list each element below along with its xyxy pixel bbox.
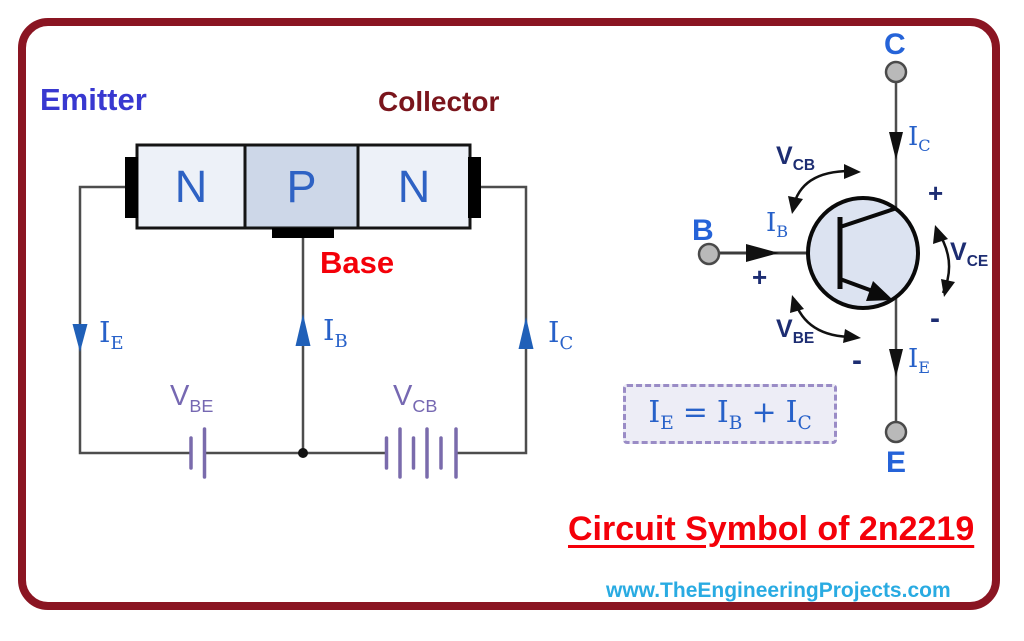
kirchhoff-equation: IE=IB+IC xyxy=(648,395,811,434)
label-subscript: BE xyxy=(189,395,214,416)
label-symbol: I xyxy=(766,208,777,238)
label-subscript: E xyxy=(918,358,931,378)
vcb-battery xyxy=(384,427,458,479)
label-symbol: V xyxy=(950,238,967,266)
npn-block-diagram xyxy=(72,143,534,479)
label-subscript: E xyxy=(660,412,674,434)
website-link[interactable]: www.TheEngineeringProjects.com xyxy=(606,579,951,602)
label-symbol: I xyxy=(908,122,919,152)
label-symbol: I xyxy=(785,394,798,430)
c-terminal-label: C xyxy=(884,28,906,61)
base-contact xyxy=(272,228,334,238)
vbe-voltage-label: VBE xyxy=(776,317,814,347)
vbe-battery xyxy=(189,427,207,479)
vbe-arc-arrow-left xyxy=(790,295,804,313)
label-subscript: B xyxy=(728,412,743,434)
vbe-arc-arrow-right xyxy=(843,329,861,343)
label-subscript: C xyxy=(797,412,812,434)
label-subscript: CE xyxy=(966,253,989,270)
ib-current-label-symbol: IB xyxy=(766,210,788,240)
label-subscript: CB xyxy=(412,395,438,416)
p-region-letter: P xyxy=(286,160,317,212)
label-subscript: C xyxy=(918,136,931,156)
label-symbol: I xyxy=(99,315,111,349)
transistor-body xyxy=(806,196,920,310)
label-symbol: I xyxy=(908,344,919,374)
junction-dot xyxy=(298,448,308,458)
transistor-symbol xyxy=(697,60,955,444)
vce-arc-arrow-top xyxy=(933,225,948,244)
n-region-left-letter: N xyxy=(174,160,208,212)
ib-arrow xyxy=(746,244,779,262)
label-subscript: B xyxy=(776,222,789,242)
ic-current-label: IC xyxy=(548,318,573,353)
ie-current-label-symbol: IE xyxy=(908,346,930,376)
page-border xyxy=(18,18,1000,610)
vcb-arc-arrow-left xyxy=(788,196,803,214)
label-subscript: CB xyxy=(792,157,816,174)
ic-current-label-symbol: IC xyxy=(908,124,931,154)
emitter-wire xyxy=(78,185,191,455)
vbe-source-label: VBE xyxy=(170,382,213,415)
ie-arrow xyxy=(889,349,903,377)
plus-sign: + xyxy=(751,394,777,430)
plus-sign-base: + xyxy=(752,262,768,292)
vce-arc-arrow-bottom xyxy=(941,279,955,297)
emitter-arrowhead xyxy=(866,281,893,301)
collector-label: Collector xyxy=(378,86,500,117)
kirchhoff-equation-box: IE=IB+IC xyxy=(623,384,837,444)
label-symbol: I xyxy=(716,394,729,430)
label-symbol: V xyxy=(776,315,793,343)
emitter-label: Emitter xyxy=(40,82,147,117)
ic-arrow xyxy=(518,317,534,349)
label-symbol: I xyxy=(648,394,661,430)
ib-arrow xyxy=(295,314,311,346)
base-label: Base xyxy=(320,245,395,280)
ie-arrow xyxy=(72,324,88,352)
label-subscript: BE xyxy=(792,330,815,347)
b-terminal-dot xyxy=(697,242,721,266)
label-subscript: E xyxy=(110,332,124,354)
label-subscript: C xyxy=(559,332,574,354)
vcb-arc-arrow-right xyxy=(844,164,861,179)
emitter-contact xyxy=(125,157,138,218)
c-terminal-dot xyxy=(884,60,908,84)
label-symbol: I xyxy=(323,313,335,347)
collector-contact xyxy=(468,157,481,218)
ib-current-label: IB xyxy=(323,316,348,351)
ie-current-label: IE xyxy=(99,318,124,353)
n-region-right-letter: N xyxy=(397,160,431,212)
e-terminal-label: E xyxy=(886,446,907,479)
label-symbol: V xyxy=(170,380,190,412)
label-subscript: B xyxy=(334,330,348,352)
label-symbol: V xyxy=(393,380,413,412)
ic-arrow xyxy=(889,132,903,160)
vcb-voltage-label: VCB xyxy=(776,144,815,174)
plus-sign-collector: + xyxy=(928,178,944,208)
equals-sign: = xyxy=(682,394,708,430)
minus-sign-vce: - xyxy=(930,302,940,335)
label-symbol: I xyxy=(548,315,560,349)
page-title: Circuit Symbol of 2n2219 xyxy=(568,510,975,548)
e-terminal-dot xyxy=(884,420,908,444)
minus-sign-vbe: - xyxy=(852,344,862,377)
label-symbol: V xyxy=(776,142,793,170)
vcb-source-label: VCB xyxy=(393,382,437,415)
collector-diagonal xyxy=(839,206,898,229)
b-terminal-label: B xyxy=(692,214,714,247)
vce-voltage-label: VCE xyxy=(950,240,988,270)
